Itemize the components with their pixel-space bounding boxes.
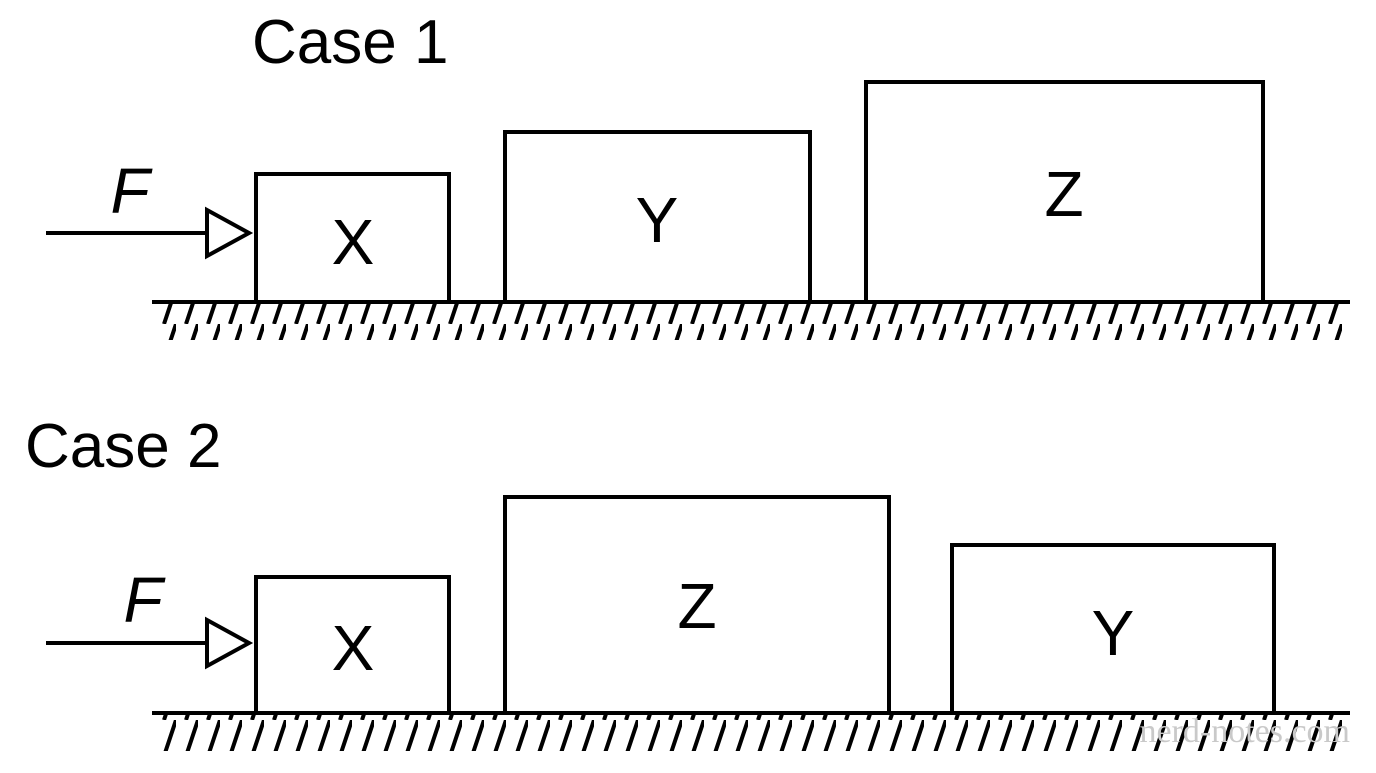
case-1-block-x-box: [254, 172, 451, 304]
case-2-block-y: Y: [950, 543, 1276, 715]
case-2-scene: F X Z Y: [46, 495, 1350, 751]
case-2-force-arrow: F: [46, 564, 254, 670]
case-1-block-z: Z: [864, 80, 1265, 304]
case-2-block-z: Z: [503, 495, 891, 715]
case-2-force-label: F: [123, 564, 166, 636]
case-2-block-y-label: Y: [1092, 597, 1135, 669]
case-1-block-x-label: X: [332, 206, 375, 278]
case-2-block-z-box: [503, 495, 891, 715]
case-1-force-arrow: F: [46, 155, 254, 260]
case-1-title: Case 1: [252, 8, 449, 77]
case-2-block-x-box: [254, 575, 451, 715]
case-2-ground-hatching: [160, 715, 1350, 751]
case-1-force-label: F: [110, 155, 153, 227]
case-2-force-arrowhead: [205, 616, 254, 670]
case-1-ground-hatching: [160, 304, 1350, 340]
watermark-text: nerd-notes.com: [1139, 713, 1350, 750]
case-2-title: Case 2: [25, 412, 222, 481]
case-2-block-y-box: [950, 543, 1276, 715]
case-1-block-x: X: [254, 172, 451, 304]
case-2-block-x-label: X: [332, 612, 375, 684]
case-1-scene: F X Y Z: [46, 80, 1350, 340]
case-2-block-z-label: Z: [677, 570, 716, 642]
case-1-force-arrowhead: [205, 206, 254, 260]
case-1-block-y: Y: [503, 130, 812, 304]
case-1-block-y-box: [503, 130, 812, 304]
case-1-block-z-box: [864, 80, 1265, 304]
case-2-block-x: X: [254, 575, 451, 715]
case-1-block-z-label: Z: [1044, 158, 1083, 230]
case-1-block-y-label: Y: [636, 184, 679, 256]
